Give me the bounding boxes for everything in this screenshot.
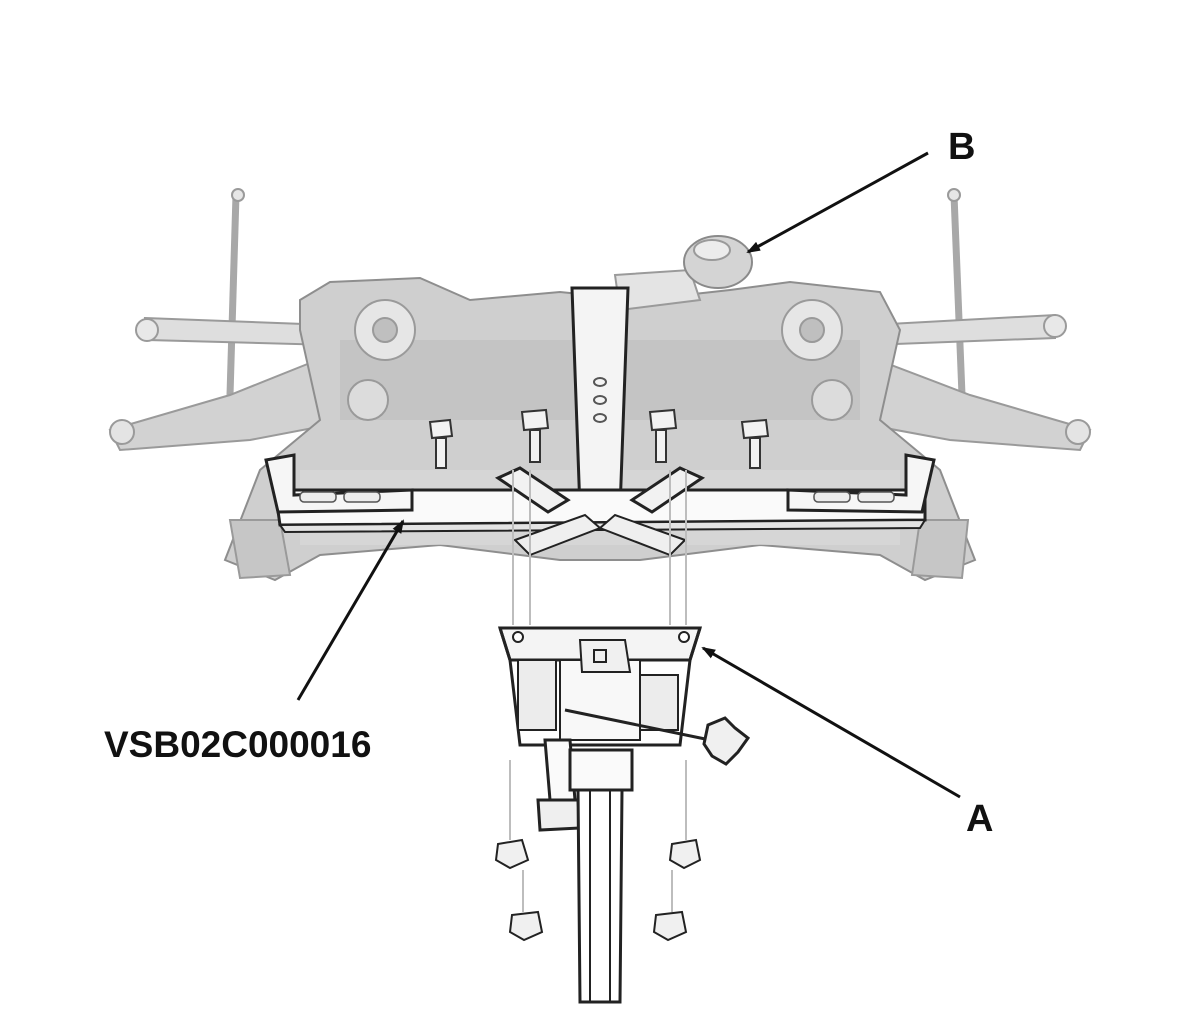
left-lower-arm	[108, 353, 357, 452]
tool-center-beam	[570, 286, 630, 512]
bolt-icon	[740, 418, 770, 469]
nut-icon	[508, 910, 544, 942]
right-stabilizer-link	[947, 188, 966, 396]
nut-icon	[494, 838, 530, 870]
leader-b	[746, 151, 929, 254]
left-stabilizer-link	[226, 188, 245, 396]
callout-label-a: A	[966, 798, 994, 840]
bolt-icon	[428, 418, 454, 469]
special-tool-crossbar	[264, 453, 936, 557]
subframe-bolts	[428, 408, 770, 469]
part-b-mount	[613, 235, 753, 312]
jack-post	[536, 738, 634, 1004]
callout-label-tool: VSB02C000016	[104, 724, 372, 765]
nut-icon	[652, 910, 688, 942]
leader-a	[701, 646, 961, 799]
nut-icon	[668, 838, 702, 870]
leader-lines	[296, 151, 961, 799]
alignment-guides	[509, 470, 687, 912]
bolt-icon	[648, 408, 678, 463]
part-a-jack-adapter	[497, 626, 751, 766]
leader-tool	[296, 519, 405, 701]
callout-label-b: B	[948, 126, 976, 168]
right-upper-arm	[866, 313, 1067, 347]
bolt-icon	[520, 408, 550, 463]
mounting-nuts	[494, 838, 702, 942]
